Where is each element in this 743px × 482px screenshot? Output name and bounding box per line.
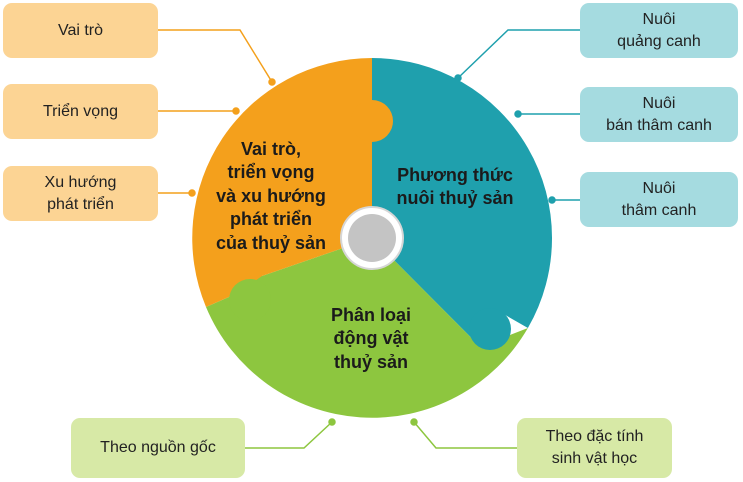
box-theo-nguon-goc: Theo nguồn gốc (71, 418, 245, 478)
box-nuoi-tham-canh: Nuôi thâm canh (580, 172, 738, 227)
knob-teal (469, 308, 511, 350)
connectors-green (245, 418, 518, 449)
segment-label-green: Phân loại động vật thuỷ sản (330, 305, 411, 372)
segment-label-orange: Vai trò, triển vọng và xu hướng phát tri… (215, 139, 327, 253)
box-xu-huong-phat-trien: Xu hướng phát triển (3, 166, 158, 221)
box-theo-dac-tinh-sinh-vat-hoc: Theo đặc tính sinh vật học (517, 418, 672, 478)
connector-dac-tinh (413, 421, 518, 449)
box-nuoi-quang-canh: Nuôi quảng canh (580, 3, 738, 58)
connector-vai-tro (158, 29, 273, 83)
box-vai-tro: Vai trò (3, 3, 158, 58)
knob-green (229, 279, 271, 321)
segment-label-teal: Phương thức nuôi thuỷ sản (396, 165, 514, 209)
connector-nguon-goc (245, 421, 333, 449)
knob-orange (351, 100, 393, 142)
segment-green (206, 238, 528, 418)
connectors-teal (454, 29, 580, 204)
center-hub (348, 214, 396, 262)
connectors (158, 29, 580, 449)
connectors-orange (158, 29, 276, 197)
box-trien-vong: Triển vọng (3, 84, 158, 139)
connector-quang-canh (457, 29, 580, 79)
segment-teal (372, 58, 553, 347)
box-nuoi-ban-tham-canh: Nuôi bán thâm canh (580, 87, 738, 142)
